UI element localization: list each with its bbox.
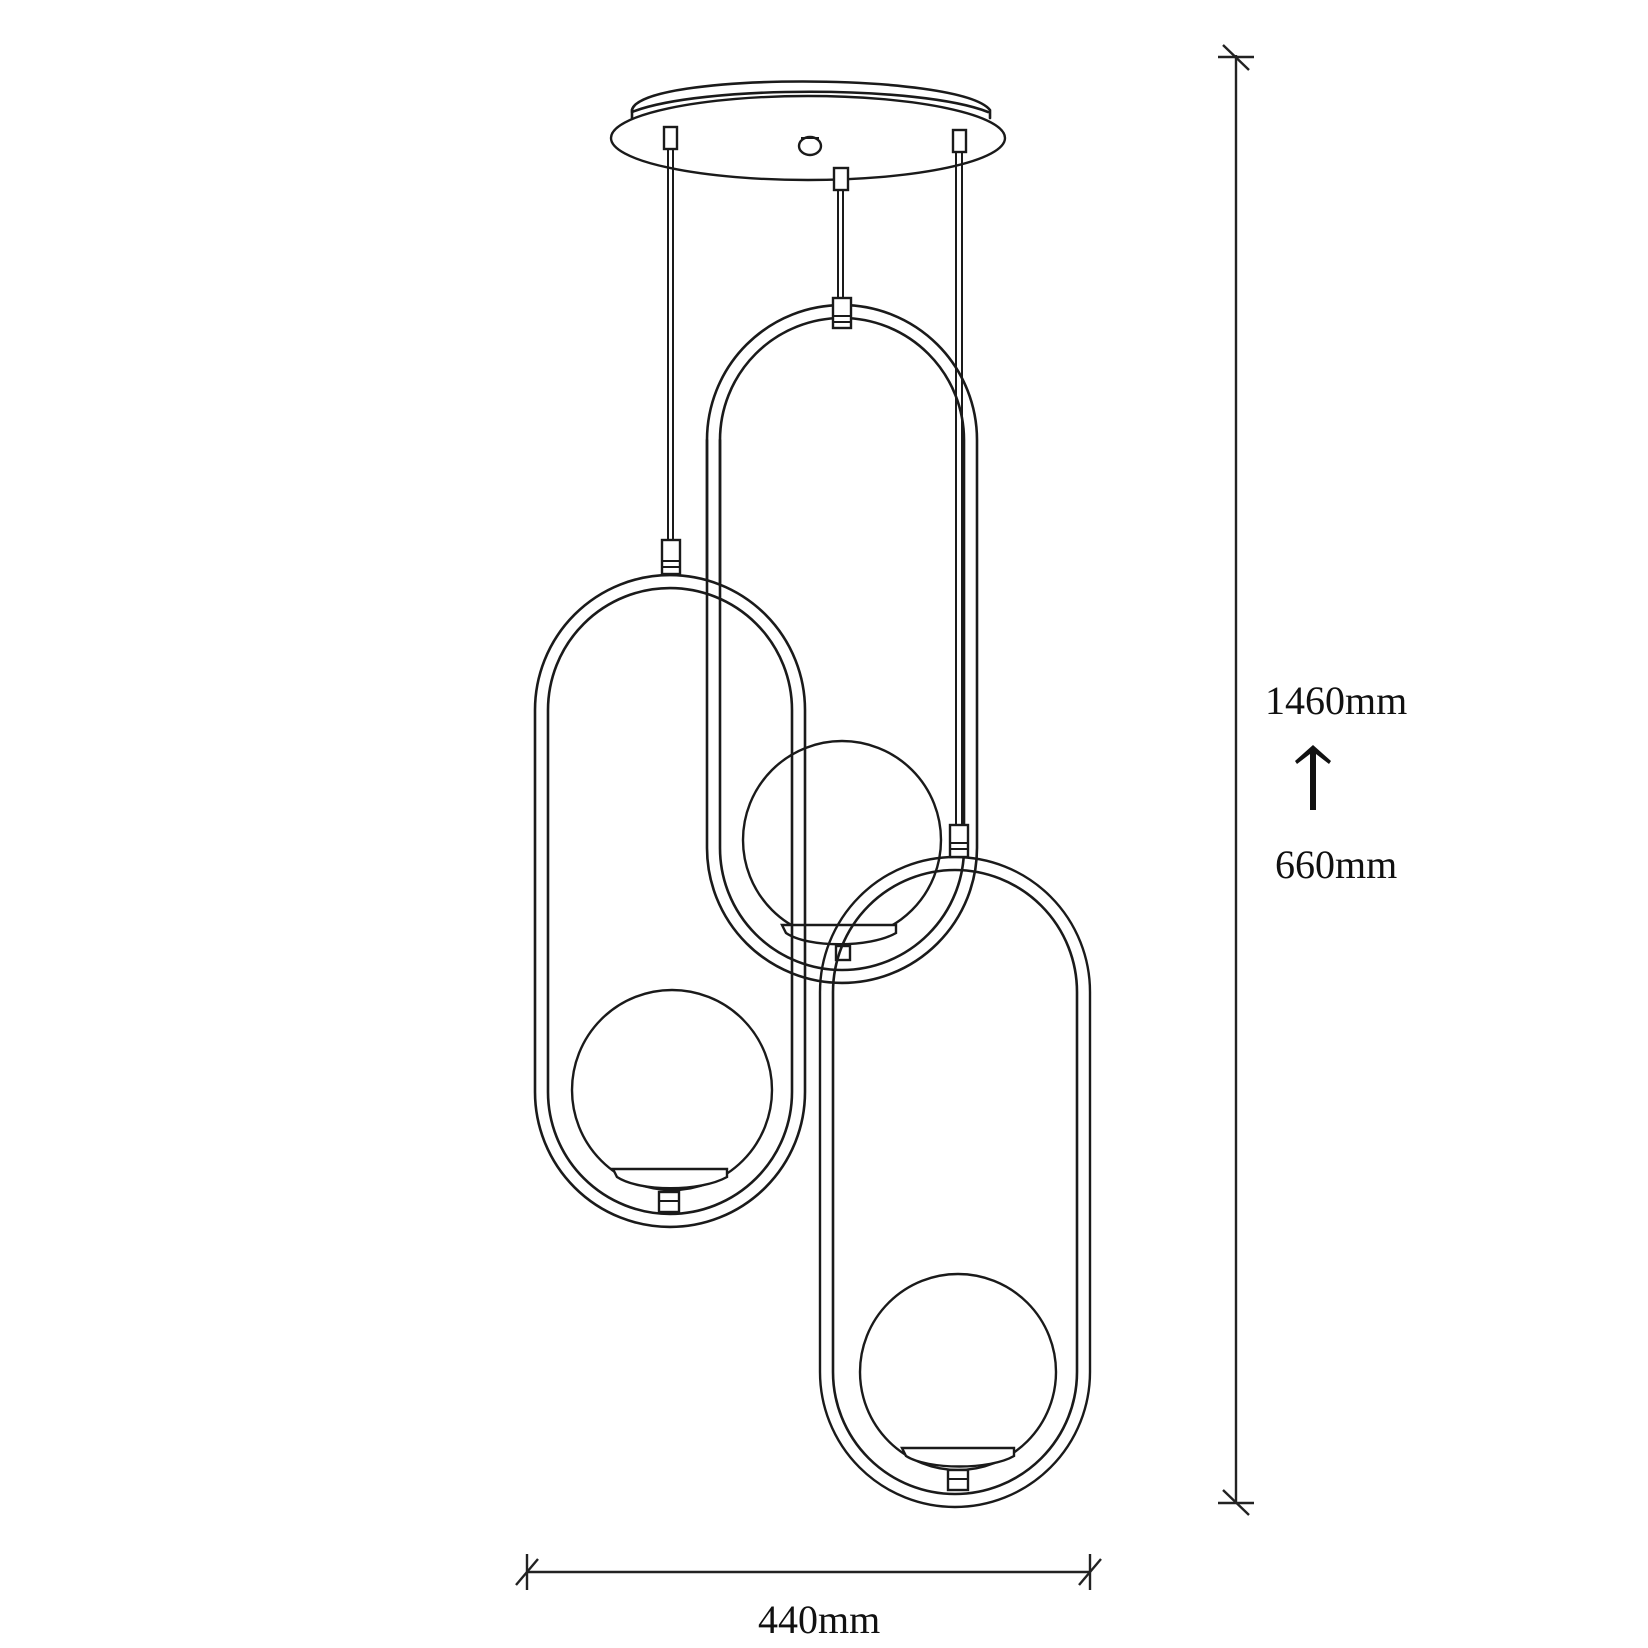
width-label: 440mm <box>758 1597 881 1642</box>
height-dimension-line <box>1218 44 1254 1516</box>
width-dimension-line <box>515 1554 1102 1590</box>
right-pendant <box>818 823 1092 1509</box>
min-height-label: 660mm <box>1275 842 1398 887</box>
max-height-label: 1460mm <box>1265 678 1408 723</box>
center-pendant-front-edge <box>705 438 722 587</box>
arrow-up-icon <box>1295 745 1331 810</box>
left-pendant <box>533 538 807 1229</box>
center-pendant <box>705 296 979 985</box>
center-screw-icon <box>797 135 823 157</box>
suspension-cords <box>662 125 968 825</box>
ceiling-canopy <box>609 80 1007 182</box>
